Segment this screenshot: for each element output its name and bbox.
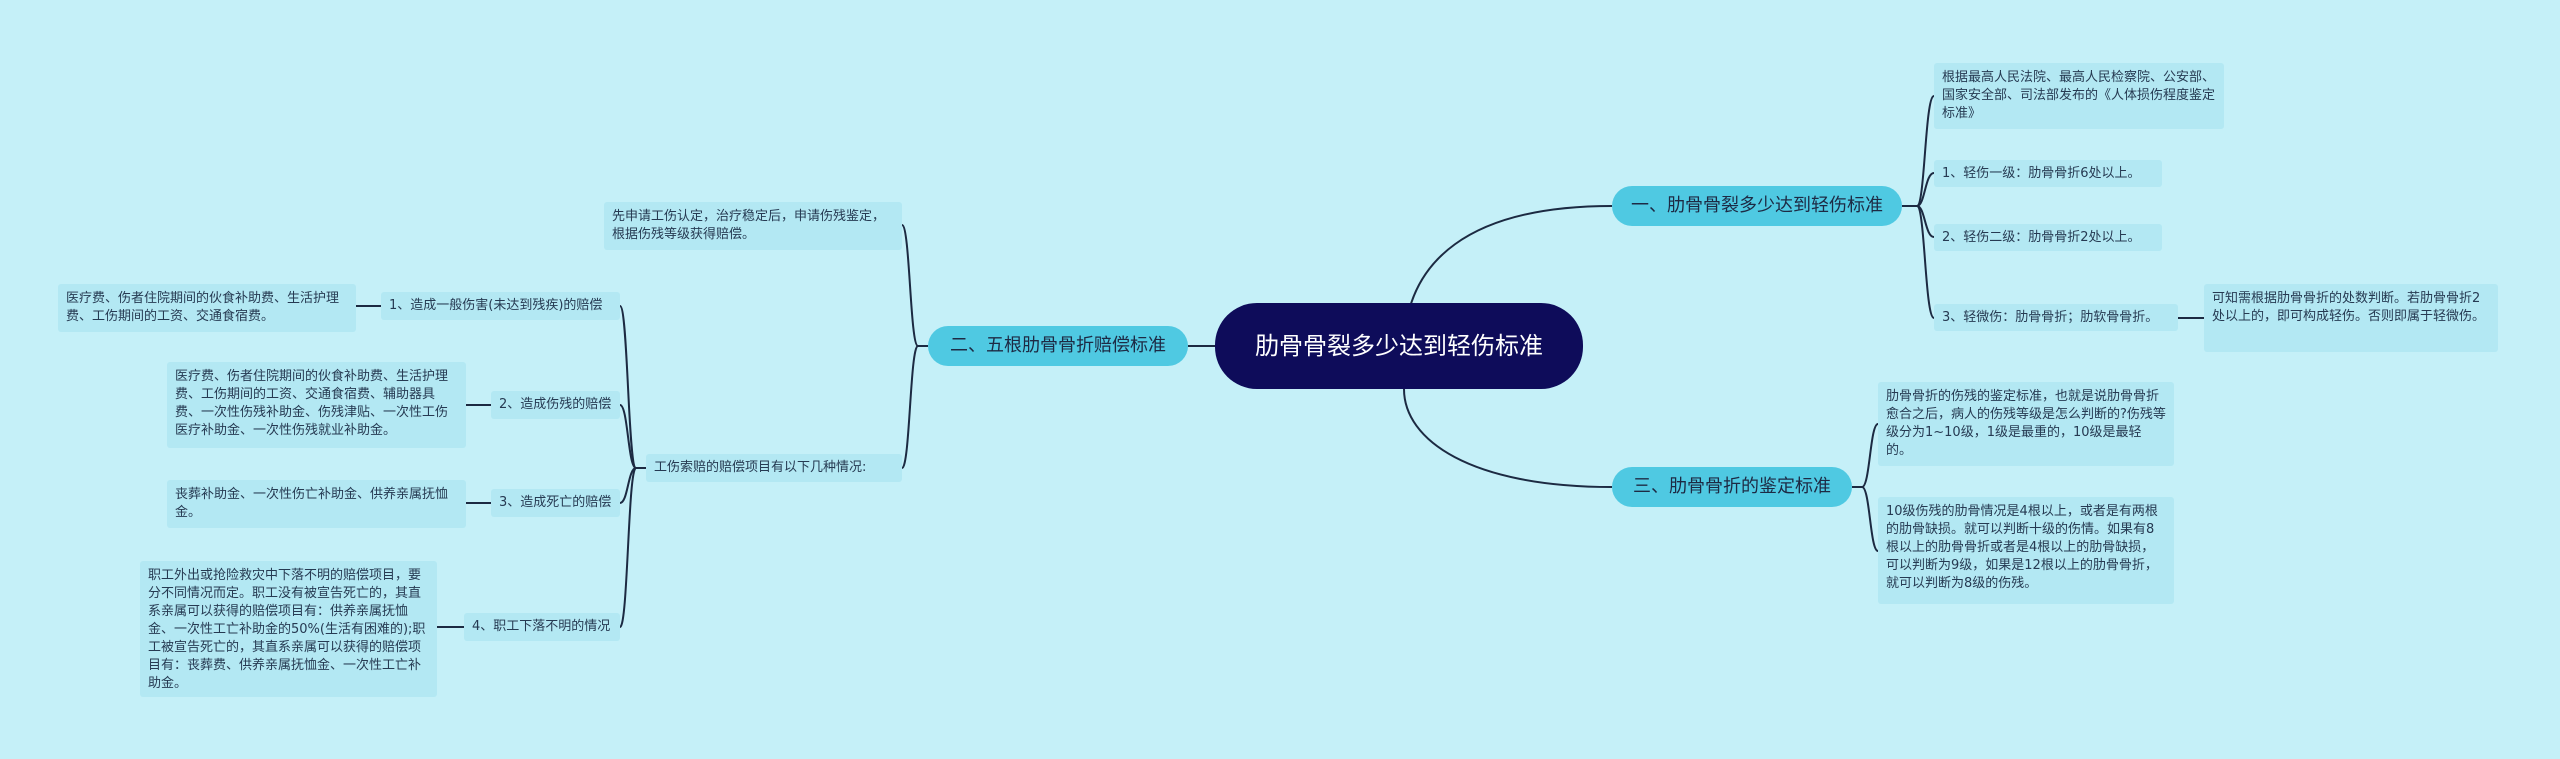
link-r3-r3a xyxy=(1852,423,1879,488)
branch-compensation-standard[interactable]: 二、五根肋骨骨折赔偿标准 xyxy=(928,326,1188,366)
link-r1-r1a xyxy=(1902,95,1935,207)
leaf-general-injury-detail[interactable]: 医疗费、伤者住院期间的伙食补助费、生活护理费、工伤期间的工资、交通食宿费。 xyxy=(58,284,356,332)
link-r1-r1b xyxy=(1902,172,1935,207)
leaf-minor-injury-explanation[interactable]: 可知需根据肋骨骨折的处数判断。若肋骨骨折2处以上的，即可构成轻伤。否则即属于轻微… xyxy=(2204,284,2498,352)
leaf-apply-identification[interactable]: 先申请工伤认定，治疗稳定后，申请伤残鉴定，根据伤残等级获得赔偿。 xyxy=(604,202,902,250)
leaf-minor-injury[interactable]: 3、轻微伤：肋骨骨折；肋软骨骨折。 xyxy=(1934,304,2178,331)
leaf-disability-compensation-detail[interactable]: 医疗费、伤者住院期间的伙食补助费、生活护理费、工伤期间的工资、交通食宿费、辅助器… xyxy=(167,362,466,448)
leaf-disability-compensation[interactable]: 2、造成伤残的赔偿 xyxy=(491,391,620,419)
leaf-missing-worker[interactable]: 4、职工下落不明的情况 xyxy=(464,613,620,641)
root-topic[interactable]: 肋骨骨裂多少达到轻伤标准 xyxy=(1215,303,1583,389)
link-l2b-c1 xyxy=(619,305,646,469)
link-r1-r1c xyxy=(1902,205,1935,238)
leaf-light-injury-level-1[interactable]: 1、轻伤一级：肋骨骨折6处以上。 xyxy=(1934,160,2162,187)
link-l2b-c4 xyxy=(619,467,646,628)
link-r3-r3b xyxy=(1852,486,1879,552)
leaf-disability-grade-intro[interactable]: 肋骨骨折的伤残的鉴定标准，也就是说肋骨骨折愈合之后，病人的伤残等级是怎么判断的?… xyxy=(1878,382,2174,466)
leaf-death-compensation[interactable]: 3、造成死亡的赔偿 xyxy=(491,489,620,517)
branch-fracture-appraisal[interactable]: 三、肋骨骨折的鉴定标准 xyxy=(1612,467,1852,507)
leaf-light-injury-level-2[interactable]: 2、轻伤二级：肋骨骨折2处以上。 xyxy=(1934,224,2162,251)
link-l2-l2b xyxy=(901,345,928,469)
link-l2-l2a xyxy=(901,224,928,347)
leaf-death-compensation-detail[interactable]: 丧葬补助金、一次性伤亡补助金、供养亲属抚恤金。 xyxy=(167,480,466,528)
leaf-general-injury[interactable]: 1、造成一般伤害(未达到残疾)的赔偿 xyxy=(381,292,620,320)
branch-light-injury-standard[interactable]: 一、肋骨骨裂多少达到轻伤标准 xyxy=(1612,186,1902,226)
leaf-missing-worker-detail[interactable]: 职工外出或抢险救灾中下落不明的赔偿项目，要分不同情况而定。职工没有被宣告死亡的，… xyxy=(140,561,437,697)
link-root-r3 xyxy=(1403,388,1613,488)
leaf-standard-source[interactable]: 根据最高人民法院、最高人民检察院、公安部、国家安全部、司法部发布的《人体损伤程度… xyxy=(1934,63,2224,129)
leaf-compensation-items[interactable]: 工伤索赔的赔偿项目有以下几种情况: xyxy=(646,454,902,482)
leaf-disability-grade-details[interactable]: 10级伤残的肋骨情况是4根以上，或者是有两根的肋骨缺损。就可以判断十级的伤情。如… xyxy=(1878,497,2174,604)
link-r1-r1d xyxy=(1902,205,1935,319)
